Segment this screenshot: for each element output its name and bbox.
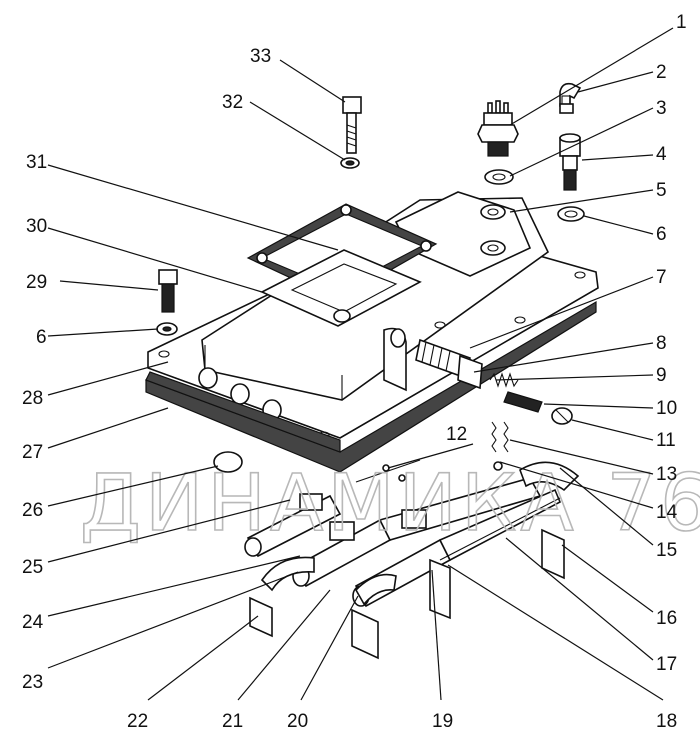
callout-15: 15	[656, 540, 677, 561]
part-bolt-4	[559, 133, 581, 191]
callout-31: 31	[26, 152, 47, 173]
callout-25: 25	[22, 557, 43, 578]
part-lockwasher-6-right	[557, 206, 585, 222]
callout-7: 7	[656, 267, 667, 288]
part-bolt-29	[158, 269, 178, 313]
callout-9: 9	[656, 365, 667, 386]
callout-16: 16	[656, 608, 677, 629]
callout-6-right: 6	[656, 224, 667, 245]
part-shift-rods-assembly	[244, 421, 580, 660]
callout-1: 1	[676, 12, 687, 33]
part-washer-32	[340, 157, 360, 169]
callout-12: 12	[446, 424, 467, 445]
part-banjo-bolt-8	[415, 338, 483, 390]
callout-3: 3	[656, 98, 667, 119]
callout-30: 30	[26, 216, 47, 237]
callout-21: 21	[222, 711, 243, 732]
callout-20: 20	[287, 711, 308, 732]
leader-lines	[47, 27, 674, 701]
part-washer-3	[484, 169, 514, 185]
callout-32: 32	[222, 92, 243, 113]
callout-19: 19	[432, 711, 453, 732]
part-plug-11	[551, 407, 573, 425]
callout-28: 28	[22, 388, 43, 409]
part-fitting-2	[559, 82, 582, 114]
callout-22: 22	[127, 711, 148, 732]
callout-labels: 1 2 3 4 5 6 7 8 9 10 11 12 13 14 15 16 1…	[22, 12, 687, 732]
callout-18: 18	[656, 711, 677, 732]
part-lockwasher-6-left	[156, 322, 178, 336]
part-pin-10	[503, 391, 543, 413]
callout-33: 33	[250, 46, 271, 67]
callout-26: 26	[22, 500, 43, 521]
part-sensor-1	[477, 100, 519, 157]
callout-2: 2	[656, 62, 667, 83]
part-gasket-27	[145, 300, 597, 473]
callout-17: 17	[656, 654, 677, 675]
part-plug-26	[213, 451, 243, 473]
watermark-text: ДИНАМИКА 76	[80, 459, 700, 549]
callout-4: 4	[656, 144, 667, 165]
callout-5: 5	[656, 180, 667, 201]
callout-29: 29	[26, 272, 47, 293]
callout-8: 8	[656, 333, 667, 354]
part-bolt-33	[342, 96, 362, 154]
callout-10: 10	[656, 398, 677, 419]
callout-24: 24	[22, 612, 44, 633]
callout-27: 27	[22, 442, 43, 463]
callout-6-left: 6	[36, 327, 47, 348]
callout-23: 23	[22, 672, 43, 693]
part-cover-plate-30	[260, 249, 422, 327]
callout-14: 14	[656, 502, 678, 523]
callout-11: 11	[656, 430, 676, 451]
callout-13: 13	[656, 464, 677, 485]
